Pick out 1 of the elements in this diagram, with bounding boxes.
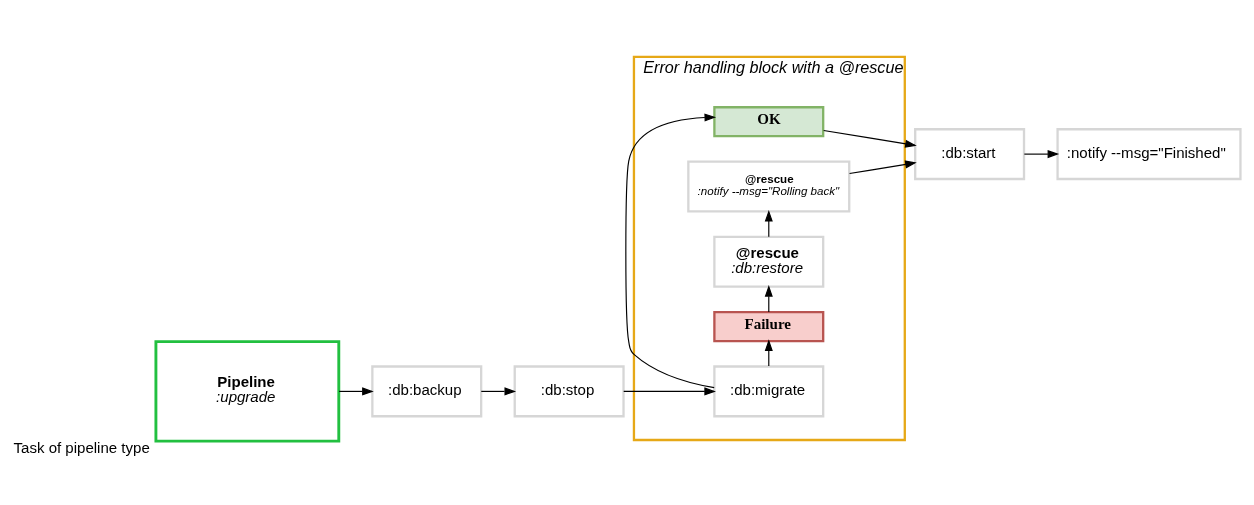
node-label: Task of pipeline type [13, 439, 150, 457]
